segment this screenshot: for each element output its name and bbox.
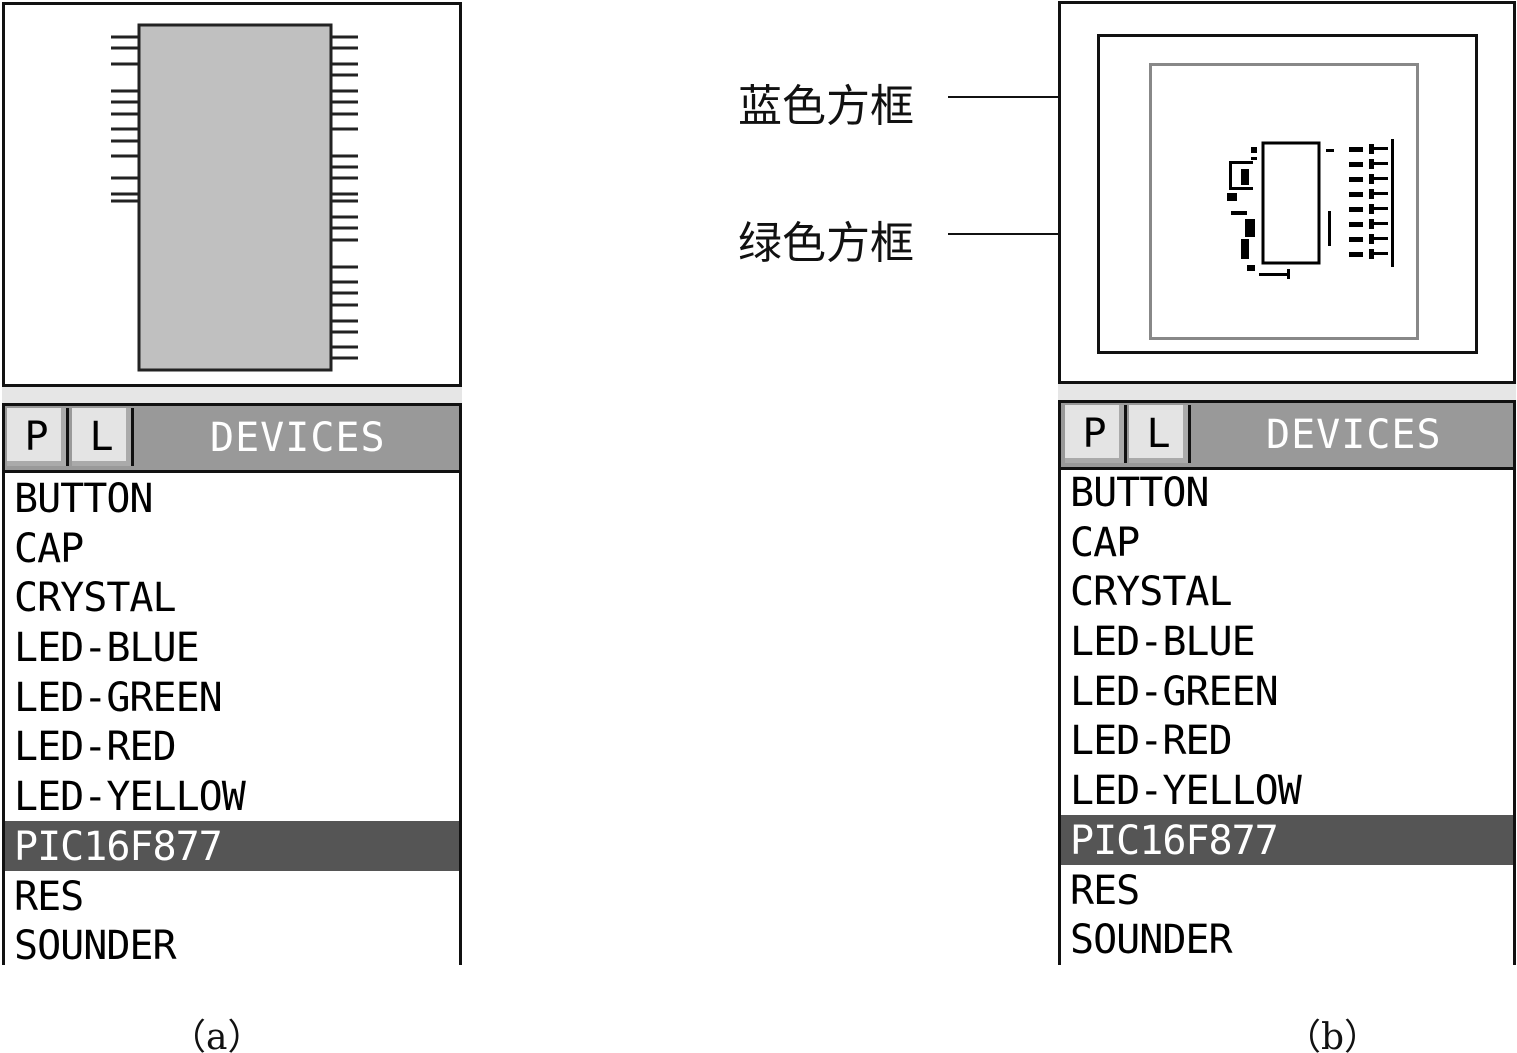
device-item[interactable]: LED-BLUE: [14, 625, 200, 672]
pick-devices-button[interactable]: P: [7, 408, 69, 466]
caption-b: （b）: [1285, 1017, 1381, 1053]
wire: [1247, 265, 1255, 271]
wire: [1287, 269, 1290, 279]
resistor-symbol: [1369, 174, 1374, 184]
library-button[interactable]: L: [1129, 405, 1191, 463]
wire: [1229, 161, 1253, 164]
led-symbol: [1349, 192, 1363, 197]
device-item[interactable]: PIC16F877: [5, 820, 459, 871]
device-item[interactable]: CAP: [14, 525, 84, 572]
chip-body: [137, 23, 333, 372]
device-item[interactable]: LED-GREEN: [14, 674, 223, 721]
device-item[interactable]: LED-BLUE: [1070, 619, 1256, 666]
wire: [1374, 252, 1388, 255]
resistor-symbol: [1369, 144, 1374, 154]
led-symbol: [1349, 237, 1363, 242]
crystal-symbol: [1241, 169, 1249, 185]
green-frame[interactable]: [1149, 63, 1419, 340]
blue-frame-leader: [948, 96, 1098, 98]
device-item[interactable]: RES: [1070, 867, 1140, 914]
resistor-symbol: [1369, 219, 1374, 229]
led-symbol: [1349, 177, 1363, 182]
green-frame-leader: [948, 233, 1150, 235]
wire: [1251, 147, 1257, 153]
wire: [1374, 237, 1388, 240]
wire: [1259, 273, 1287, 276]
wire: [1229, 187, 1253, 190]
device-item[interactable]: PIC16F877: [1061, 814, 1513, 865]
pick-devices-button[interactable]: P: [1065, 405, 1127, 463]
capacitor-symbol: [1231, 211, 1247, 215]
resistor-symbol: [1369, 159, 1374, 169]
device-item[interactable]: SOUNDER: [14, 923, 177, 970]
device-item[interactable]: CRYSTAL: [1070, 569, 1233, 616]
led-symbol: [1349, 222, 1363, 227]
device-item[interactable]: BUTTON: [14, 476, 154, 522]
capacitor-symbol: [1227, 193, 1237, 201]
button-symbol: [1241, 239, 1249, 259]
pic16f877-chip-preview: [111, 23, 358, 372]
device-item[interactable]: RES: [14, 873, 84, 920]
wire: [1374, 162, 1388, 165]
wire: [1328, 211, 1331, 246]
resistor-symbol: [1369, 189, 1374, 199]
resistor-symbol: [1369, 234, 1374, 244]
led-symbol: [1349, 147, 1363, 152]
wire: [1326, 149, 1334, 152]
device-item[interactable]: LED-RED: [1070, 718, 1233, 765]
wire: [1374, 147, 1388, 150]
resistor-symbol: [1369, 204, 1374, 214]
resistor-symbol: [1369, 249, 1374, 259]
preview-window-a[interactable]: [2, 2, 462, 387]
wire: [1374, 177, 1388, 180]
schematic-thumbnail: [1227, 139, 1394, 279]
library-button[interactable]: L: [72, 408, 134, 466]
capacitor-symbol: [1245, 219, 1255, 237]
device-item[interactable]: LED-YELLOW: [14, 774, 246, 821]
device-selector-header: P L DEVICES: [1061, 403, 1513, 470]
overview-window-b[interactable]: [1058, 1, 1516, 384]
device-selector-header: P L DEVICES: [5, 406, 459, 473]
caption-a: （a）: [170, 1017, 264, 1053]
device-item[interactable]: CRYSTAL: [14, 575, 177, 622]
wire: [1391, 139, 1394, 267]
device-item[interactable]: LED-GREEN: [1070, 668, 1279, 715]
device-item[interactable]: BUTTON: [1070, 470, 1210, 516]
wire: [1374, 207, 1388, 210]
devices-title: DEVICES: [210, 415, 386, 461]
device-item[interactable]: CAP: [1070, 519, 1140, 566]
led-symbol: [1349, 162, 1363, 167]
wire: [1251, 157, 1257, 160]
device-item[interactable]: LED-YELLOW: [1070, 768, 1302, 815]
green-frame-label: 绿色方框: [738, 218, 914, 269]
wire: [1374, 192, 1388, 195]
device-item[interactable]: LED-RED: [14, 724, 177, 771]
led-symbol: [1349, 207, 1363, 212]
device-item[interactable]: SOUNDER: [1070, 917, 1233, 964]
blue-frame-label: 蓝色方框: [738, 81, 914, 132]
wire: [1374, 222, 1388, 225]
blue-frame: [1097, 34, 1478, 354]
devices-title: DEVICES: [1266, 412, 1442, 458]
wire: [1229, 161, 1232, 189]
led-symbol: [1349, 252, 1363, 257]
